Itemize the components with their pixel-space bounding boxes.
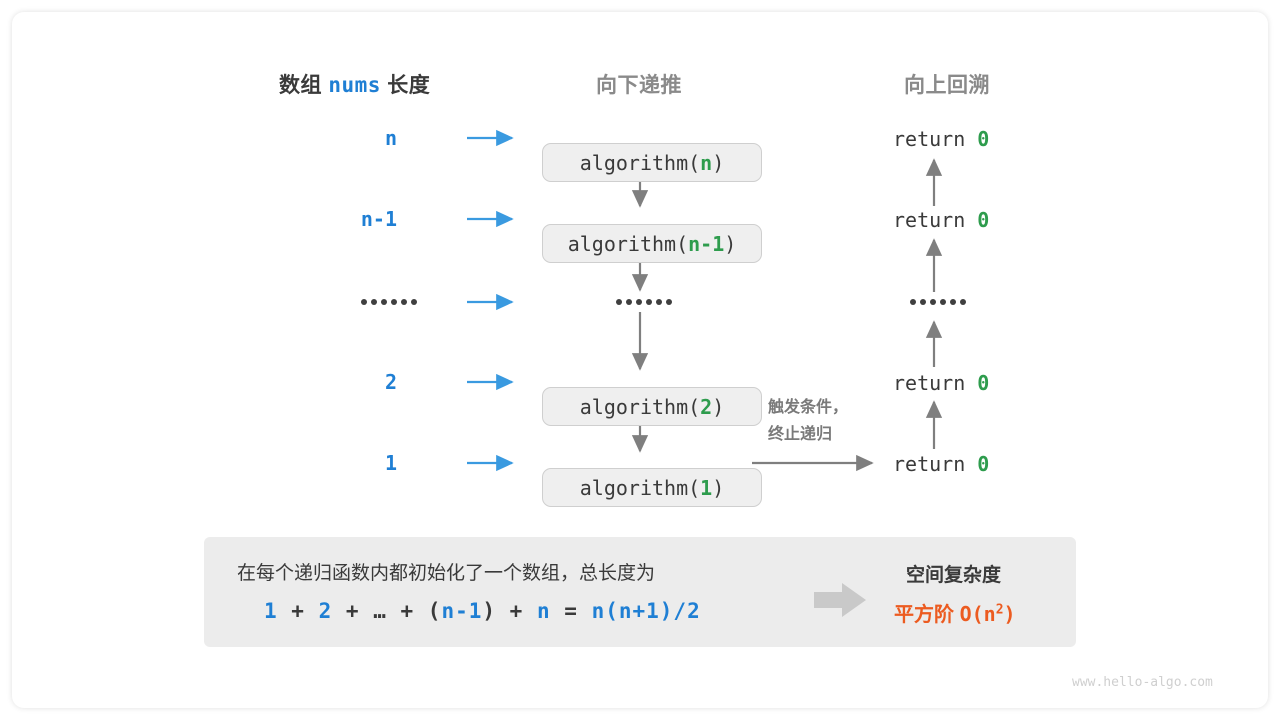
watermark: www.hello-algo.com <box>1072 675 1213 690</box>
return-label-n-1: return 0 <box>893 208 989 232</box>
return-label-1: return 0 <box>893 452 989 476</box>
summary-complexity-exponent: 2 <box>995 602 1004 618</box>
return-label-ellipsis <box>910 299 966 305</box>
formula-token-8: ) <box>482 599 497 623</box>
header-array-length: 数组 nums 长度 <box>279 69 430 99</box>
header-array-nums: nums <box>328 73 381 97</box>
call-box-n-close: ) <box>712 150 725 175</box>
call-box-n-1-arg: n-1 <box>688 231 725 256</box>
formula-token-7: n-1 <box>441 599 483 623</box>
arrow-right-icon <box>814 583 866 617</box>
formula-token-10: n <box>536 599 551 623</box>
return-keyword-2: return <box>893 371 966 395</box>
length-label-n-1: n-1 <box>360 207 397 231</box>
call-box-1-name: algorithm( <box>579 475 701 500</box>
call-box-2[interactable]: algorithm(2) <box>542 387 762 426</box>
summary-complexity-open: O(n <box>959 602 996 626</box>
header-array-suffix: 长度 <box>387 74 431 97</box>
return-label-n: return 0 <box>893 127 989 151</box>
formula-token-2: 2 <box>318 599 333 623</box>
formula-token-12: n(n+1)/2 <box>591 599 701 623</box>
call-box-n-1-close: ) <box>724 231 737 256</box>
return-value-2: 0 <box>977 371 990 395</box>
summary-panel: 在每个递归函数内都初始化了一个数组，总长度为 1 + 2 + … + (n-1)… <box>204 537 1076 647</box>
formula-token-11: = <box>550 599 592 623</box>
call-box-n-name: algorithm( <box>579 150 701 175</box>
return-keyword-1: return <box>893 452 966 476</box>
call-box-n[interactable]: algorithm(n) <box>542 143 762 182</box>
formula-token-0: 1 <box>264 599 278 623</box>
return-value-n-1: 0 <box>977 208 990 232</box>
formula-token-9: + <box>496 599 537 623</box>
length-label-1: 1 <box>384 451 397 475</box>
return-value-n: 0 <box>977 127 990 151</box>
length-label-2: 2 <box>384 370 397 394</box>
base-case-note-line1: 触发条件， <box>768 399 849 416</box>
formula-token-1: + <box>277 599 319 623</box>
length-label-n: n <box>384 126 397 150</box>
call-box-n-1[interactable]: algorithm(n-1) <box>542 224 762 263</box>
summary-complexity-notation: O(n2) <box>960 602 1016 626</box>
summary-complexity-close: ) <box>1003 602 1016 626</box>
header-backtrack-up: 向上回溯 <box>904 74 990 97</box>
return-keyword-n-1: return <box>893 208 966 232</box>
return-label-2: return 0 <box>893 371 989 395</box>
call-box-2-close: ) <box>712 394 725 419</box>
call-box-2-arg: 2 <box>700 394 713 419</box>
summary-description: 在每个递归函数内都初始化了一个数组，总长度为 <box>237 563 656 584</box>
return-value-1: 0 <box>977 452 990 476</box>
diagram-canvas: 数组 nums 长度 向下递推 向上回溯 n n-1 2 1 algorithm… <box>12 12 1268 708</box>
summary-complexity: 平方阶 O(n2) <box>894 598 1016 627</box>
return-keyword-n: return <box>893 127 966 151</box>
base-case-note: 触发条件， 终止递归 <box>768 394 848 448</box>
length-arrow-group <box>467 129 514 472</box>
formula-token-3: + <box>332 599 374 623</box>
call-box-2-name: algorithm( <box>579 394 701 419</box>
formula-token-5: + <box>386 599 428 623</box>
length-label-ellipsis <box>361 299 417 305</box>
base-case-note-line2: 终止递归 <box>768 426 833 443</box>
call-box-n-arg: n <box>700 150 713 175</box>
call-box-1[interactable]: algorithm(1) <box>542 468 762 507</box>
header-recurse-down: 向下递推 <box>596 74 682 97</box>
call-box-n-1-name: algorithm( <box>567 231 689 256</box>
summary-formula: 1 + 2 + … + (n-1) + n = n(n+1)/2 <box>264 599 701 623</box>
formula-token-6: ( <box>427 599 442 623</box>
call-box-1-close: ) <box>712 475 725 500</box>
header-array-prefix: 数组 <box>279 74 322 97</box>
summary-complexity-prefix: 平方阶 <box>894 604 954 626</box>
call-box-ellipsis <box>616 299 672 305</box>
formula-token-4: … <box>373 599 387 623</box>
summary-title: 空间复杂度 <box>906 565 1002 586</box>
call-box-1-arg: 1 <box>700 475 713 500</box>
